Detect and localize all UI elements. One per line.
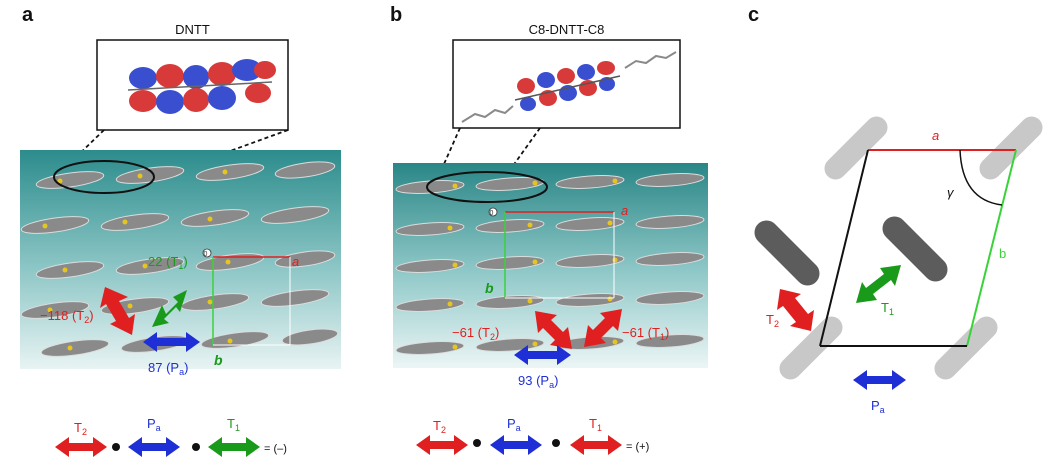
t1-coupling-label: 22 (T1) [148,254,188,271]
gamma-arc [959,149,1003,206]
gamma-label: γ [947,185,955,200]
dntt-orbital-image [127,59,276,114]
c8-dntt-orbital-inset [452,39,681,129]
t1-arrow [856,265,901,303]
eq-pa-arrow [490,435,542,455]
c8-dntt-orbital-image [461,51,677,123]
panel-letter-b: b [390,4,403,26]
eq-result-b: = (+) [626,441,649,453]
t2-arrow [535,311,572,349]
eq-t2-label: T2 [74,420,87,437]
eq-dot [112,443,120,451]
eq-t1-arrow [208,437,260,457]
eq-pa-label: Pa [147,416,161,433]
panel-letter-c: c [748,4,760,26]
callout-line-left [69,129,105,164]
cell-edge [819,149,869,347]
cell-a-label: a [932,128,939,143]
pa-coupling-label: 93 (Pa) [518,373,558,390]
t2-arrow [100,287,135,335]
dntt-molecule-rows [20,161,339,357]
highlight-ellipse [53,160,155,194]
c8-dntt-molecule-rows [395,173,705,355]
eq-t1-label: T1 [589,416,602,433]
eq-t1-label: T1 [227,416,240,433]
highlight-ellipse [426,171,548,203]
sign-equation-a: T2 Pa T1 = (–) [55,416,287,457]
eq-result-a: = (–) [264,443,287,455]
molecule-label-c8-dntt-c8: C8-DNTT-C8 [528,22,605,37]
t1-coupling-label: −61 (T1) [622,325,669,342]
lattice-a-label: a [621,203,628,218]
eq-t2-label: T2 [433,418,446,435]
eq-dot [192,443,200,451]
sign-equation-b: T2 Pa T1 = (+) [416,416,649,455]
center-molecules [754,216,948,286]
lattice-b-label: b [485,280,494,296]
panel-b: 0 a b −61 (T2) −61 (T1) 93 (Pa) T2 Pa T1… [393,39,708,455]
pa-label: Pa [871,398,885,415]
origin-label: 0 [204,251,208,258]
cell-b-label: b [999,246,1006,261]
panel-a: 0 a b 22 (T1) −118 (T2) 87 (Pa) T2 Pa T1… [20,39,341,457]
t1-arrow [584,309,622,347]
cell-edge-b [966,149,1017,347]
panel-c: γ a b T1 T2 Pa [754,116,1043,415]
eq-t1-arrow [570,435,622,455]
t2-arrow [777,289,814,331]
pa-arrow [514,345,571,365]
pa-arrow [853,370,906,390]
t2-coupling-label: −61 (T2) [452,325,499,342]
t1-arrow [152,290,187,327]
eq-t2-arrow [416,435,468,455]
lattice-a-label: a [292,254,299,269]
eq-pa-label: Pa [507,416,521,433]
eq-pa-arrow [128,437,180,457]
unit-cell-origin [202,248,212,258]
eq-t2-arrow [55,437,107,457]
eq-dot [473,439,481,447]
origin-label: 0 [490,210,494,217]
callout-line-left [439,127,461,174]
unit-cell-origin [488,207,498,217]
lattice-b-label: b [214,352,223,368]
panel-letter-a: a [22,4,34,26]
corner-molecules [779,116,1043,380]
t2-coupling-label: −118 (T2) [40,308,94,325]
t2-label: T2 [766,312,779,329]
pa-arrow [143,332,200,352]
t1-label: T1 [881,300,894,317]
sulfur-atoms [42,169,233,351]
pa-coupling-label: 87 (Pa) [148,360,188,377]
molecule-label-dntt: DNTT [175,22,210,37]
eq-dot [552,439,560,447]
